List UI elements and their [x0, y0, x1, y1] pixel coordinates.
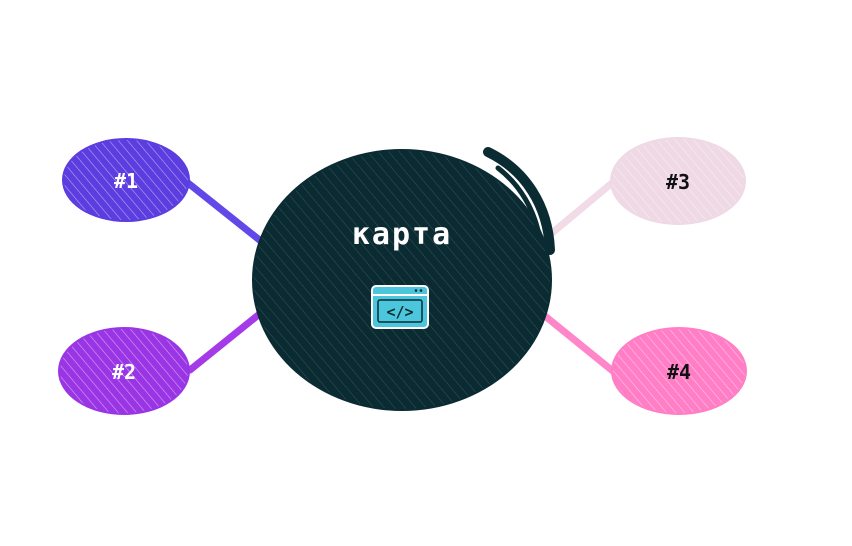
center-node-brush-stroke	[483, 147, 555, 255]
connector-line-4	[541, 312, 618, 376]
node-3-texture	[612, 139, 744, 223]
node-4[interactable]: #4	[611, 327, 747, 415]
node-1-label: #1	[114, 169, 138, 193]
node-3-label: #3	[666, 170, 690, 194]
connector-line-1	[184, 179, 266, 246]
center-node-brush-stroke-2	[495, 165, 543, 243]
node-4-label: #4	[667, 360, 691, 384]
connector-line-2	[186, 308, 266, 374]
code-window-icon: </>	[371, 285, 429, 329]
node-2-label: #2	[112, 360, 136, 384]
node-4-texture	[613, 329, 745, 413]
connector-line-3	[542, 179, 616, 242]
node-3[interactable]: #3	[610, 137, 746, 225]
node-2[interactable]: #2	[58, 327, 190, 415]
node-1-texture	[64, 140, 188, 220]
node-2-texture	[60, 329, 188, 413]
node-1[interactable]: #1	[62, 138, 190, 222]
center-node-texture	[254, 151, 550, 409]
center-title: карта	[352, 217, 452, 252]
svg-text:</>: </>	[386, 303, 413, 321]
center-node[interactable]: карта </>	[252, 147, 555, 411]
